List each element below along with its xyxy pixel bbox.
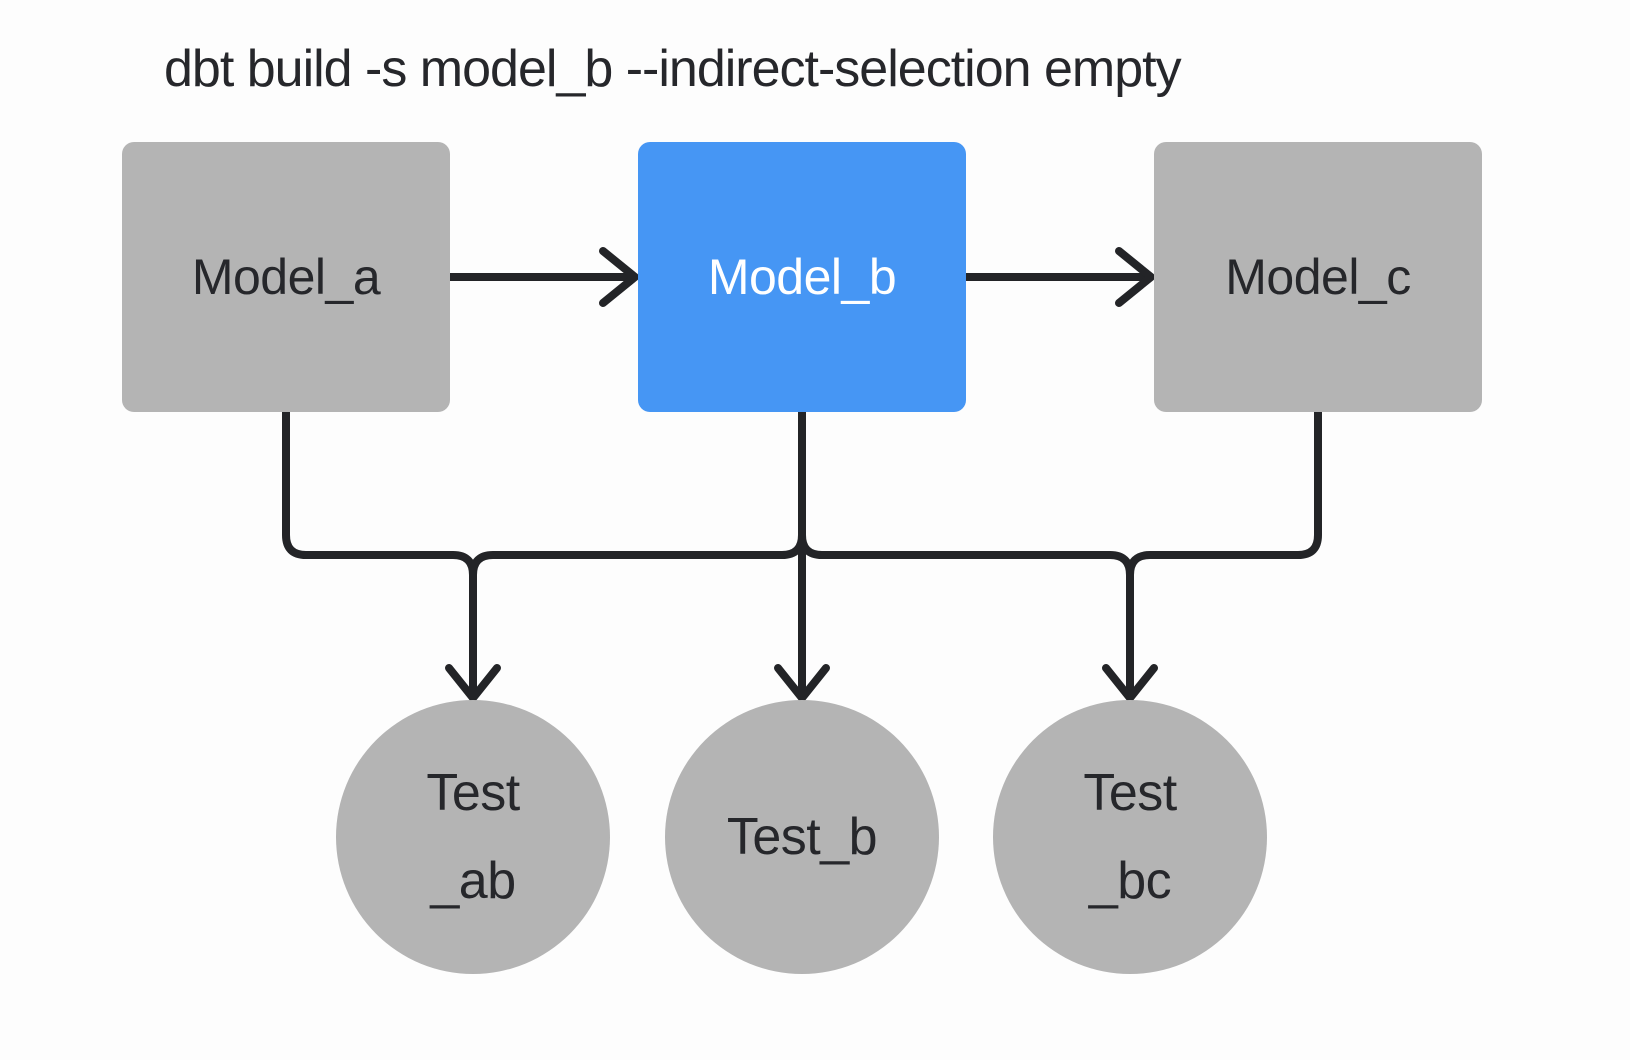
node-model-c: Model_c — [1154, 142, 1482, 412]
node-model-b-label: Model_b — [707, 249, 897, 305]
node-test-ab-label: Test _ab — [426, 763, 520, 910]
edge-model_b-test_ab — [469, 408, 806, 698]
edge-test_ab-arrowhead-icon — [445, 664, 501, 702]
node-test-b: Test_b — [665, 700, 939, 974]
edge-model_c-test_bc — [1126, 408, 1322, 698]
diagram-title: dbt build -s model_b --indirect-selectio… — [164, 40, 1182, 98]
edge-test_bc-arrowhead-icon — [1102, 664, 1158, 702]
node-test-b-label: Test_b — [726, 807, 878, 866]
edge-model_b-model_c-arrowhead-icon — [1115, 247, 1155, 307]
edge-model_a-model_b-arrowhead-icon — [599, 247, 639, 307]
edge-model_a-test_ab — [282, 408, 477, 698]
node-model-a: Model_a — [122, 142, 450, 412]
node-test-ab: Test _ab — [336, 700, 610, 974]
node-model-a-label: Model_a — [191, 249, 381, 305]
node-test-bc-label: Test _bc — [1083, 763, 1177, 910]
edge-model_b-test_bc — [798, 408, 1134, 698]
node-model-b-selected: Model_b — [638, 142, 966, 412]
node-model-c-label: Model_c — [1225, 249, 1411, 305]
edge-test_b-arrowhead-icon — [774, 664, 830, 702]
node-test-bc: Test _bc — [993, 700, 1267, 974]
